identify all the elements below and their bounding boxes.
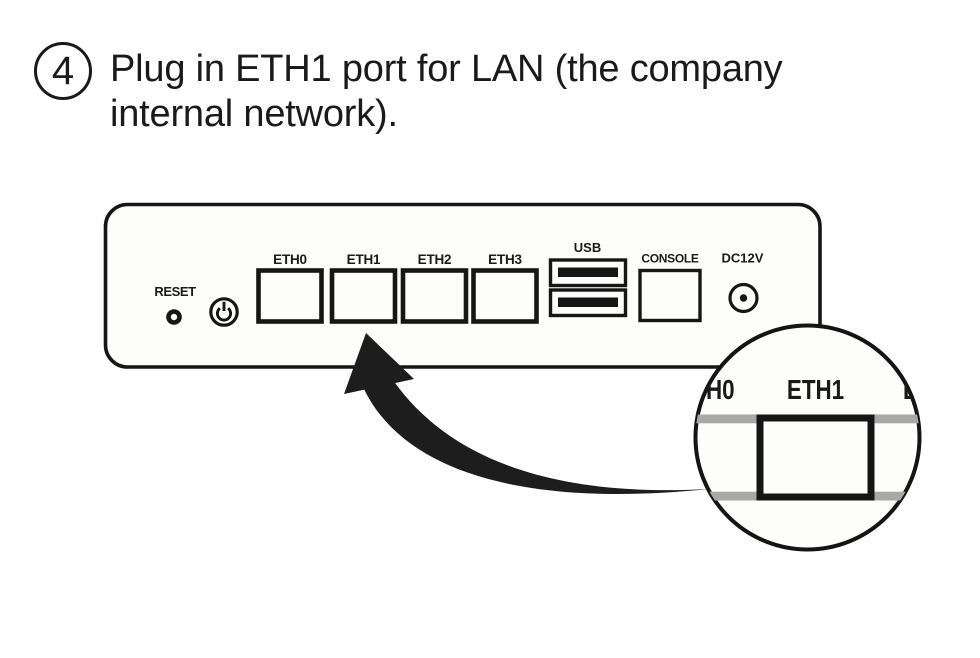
eth1-port-magnified	[756, 414, 875, 501]
instruction-text: Plug in ETH1 port for LAN (the company i…	[110, 47, 783, 137]
dc-barrel-jack-icon	[728, 282, 759, 314]
eth1-port	[329, 268, 398, 324]
power-icon	[209, 297, 239, 327]
eth2-port	[400, 268, 469, 324]
usb-ports-icon	[548, 258, 628, 318]
step-number: 4	[51, 49, 75, 93]
eth1-label: ETH1	[347, 252, 381, 267]
eth1-magnified-label: ETH1	[787, 375, 844, 406]
instruction-line-1: Plug in ETH1 port for LAN (the company	[110, 48, 783, 90]
reset-label: RESET	[154, 284, 196, 299]
eth0-label: ETH0	[273, 252, 307, 267]
eth3-label: ETH3	[488, 252, 522, 267]
reset-pinhole-icon	[166, 309, 182, 325]
step-number-badge: 4	[34, 42, 92, 100]
curved-arrow-icon	[344, 333, 709, 494]
device-chassis	[103, 202, 822, 369]
eth3-port	[471, 268, 539, 324]
dc12v-label: DC12V	[722, 251, 764, 266]
console-port	[638, 268, 702, 323]
eth0-port	[256, 268, 324, 324]
eth2-label: ETH2	[418, 252, 452, 267]
instruction-line-2: internal network).	[110, 93, 398, 135]
console-label: CONSOLE	[641, 252, 699, 266]
usb-label: USB	[574, 240, 601, 255]
